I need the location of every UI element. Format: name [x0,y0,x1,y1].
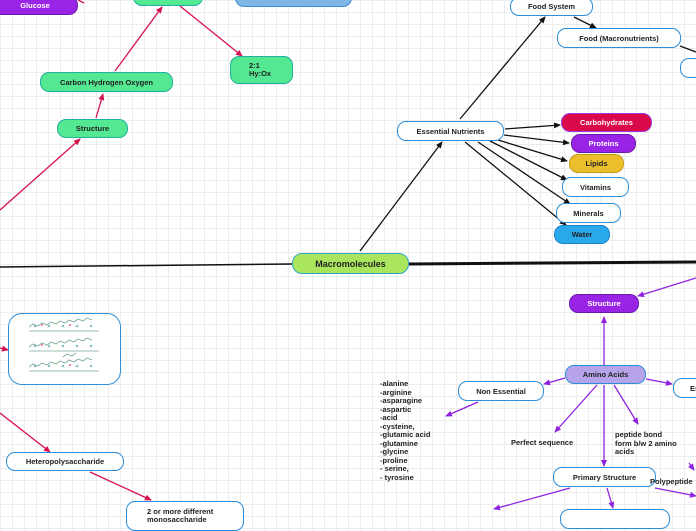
vitamins-node[interactable]: Vitamins [562,177,629,197]
polypeptide-text: Polypeptide [650,477,693,486]
secondary-structure-node-cut[interactable] [560,509,670,529]
non-essential-amino-list: -alanine -arginine -asparagine -aspartic… [380,379,431,482]
food-macronutrients-label: Food (Macronutrients) [579,33,659,43]
lipids-node[interactable]: Lipids [569,154,624,173]
vitamins-label: Vitamins [579,182,612,192]
polysaccharide-image-node[interactable] [8,313,121,385]
bottom-left-node-cut[interactable] [400,510,495,530]
heteropoly-definition-node[interactable]: 2 or more different monosaccharide [126,501,244,531]
central-topic-macromolecules[interactable]: Macromolecules [292,253,409,274]
essential-amino-node-cut[interactable]: Es [673,378,696,398]
minerals-label: Minerals [573,208,604,218]
lipids-label: Lipids [585,159,608,168]
essential-amino-label-cut: Es [690,383,696,393]
carbohydrates-node[interactable]: Carbohydrates [561,113,652,132]
carbohydrates-label: Carbohydrates [580,118,633,127]
proteins-node[interactable]: Proteins [571,134,636,153]
structure-label-left: Structure [75,124,110,133]
amino-acids-node[interactable]: Amino Acids [565,365,646,384]
structure-node-protein[interactable]: Structure [569,294,639,313]
glucose-label: Glucose [20,1,50,10]
non-essential-node[interactable]: Non Essential [458,381,544,401]
glucose-node[interactable]: Glucose [0,0,78,15]
top-green-node-cut[interactable] [133,0,203,6]
proteins-label: Proteins [588,139,619,148]
food-macronutrients-node[interactable]: Food (Macronutrients) [557,28,681,48]
elements-label: Carbon Hydrogen Oxygen [60,77,153,87]
heteropolysaccharide-node[interactable]: Heteropolysaccharide [6,452,124,471]
connector-lines [0,0,696,511]
structure-label-protein: Structure [587,299,621,308]
essential-nutrients-node[interactable]: Essential Nutrients [397,121,504,141]
ratio-label: 2:1 Hy:Ox [249,60,272,78]
food-system-node[interactable]: Food System [510,0,593,16]
water-node[interactable]: Water [554,225,610,244]
top-blue-node-cut[interactable] [235,0,352,7]
essential-nutrients-label: Essential Nutrients [416,126,485,136]
amino-acids-label: Amino Acids [582,370,629,379]
ratio-node[interactable]: 2:1 Hy:Ox [230,56,293,84]
non-essential-label: Non Essential [476,386,526,396]
food-system-label: Food System [527,2,576,11]
water-label: Water [571,230,593,239]
heteropolysaccharide-label: Heteropolysaccharide [25,457,105,466]
central-topic-label: Macromolecules [315,258,386,269]
peptide-bond-text: peptide bond form b/w 2 amino acids [615,430,677,456]
heteropoly-definition-label: 2 or more different monosaccharide [147,507,214,524]
structure-node-left[interactable]: Structure [57,119,128,138]
perfect-sequence-text: Perfect sequence [511,438,574,447]
polysaccharide-chain-image [28,317,99,372]
carbon-hydrogen-oxygen-node[interactable]: Carbon Hydrogen Oxygen [40,72,173,92]
offscreen-node-cut[interactable] [680,58,696,78]
primary-structure-node[interactable]: Primary Structure [553,467,656,487]
minerals-node[interactable]: Minerals [556,203,621,223]
primary-structure-label: Primary Structure [572,472,637,482]
